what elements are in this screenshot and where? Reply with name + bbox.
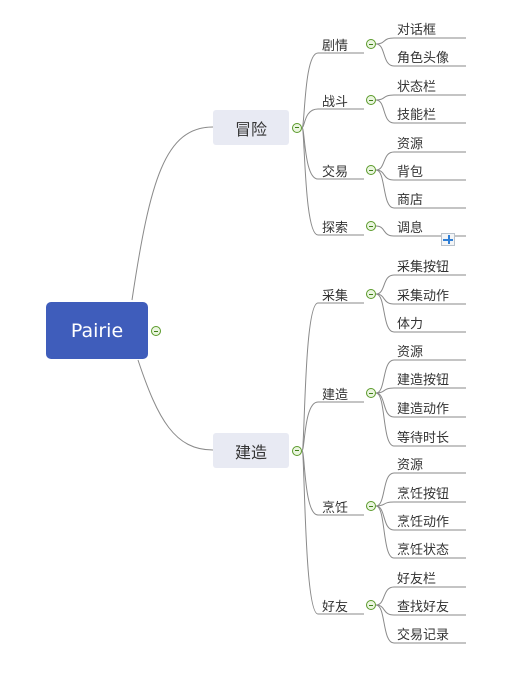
leaf-node[interactable]: 查找好友 <box>397 600 450 615</box>
leaf-node[interactable]: 资源 <box>397 137 424 152</box>
branch-to-topic-line <box>301 450 364 615</box>
leaf-node[interactable]: 烹饪动作 <box>397 515 450 530</box>
leaf-node[interactable]: 技能栏 <box>397 108 437 123</box>
topic-to-leaf-line <box>375 94 466 101</box>
branch-to-topic-line <box>301 127 364 180</box>
add-topic-icon[interactable] <box>441 233 455 246</box>
topic-collapse-icon[interactable] <box>366 289 376 299</box>
topic-node[interactable]: 建造 <box>322 388 349 403</box>
topic-node[interactable]: 剧情 <box>322 39 349 54</box>
branch-to-topic-line <box>301 401 364 451</box>
topic-to-leaf-line <box>375 387 466 394</box>
leaf-node[interactable]: 角色头像 <box>397 51 450 66</box>
topic-node[interactable]: 探索 <box>322 221 349 236</box>
topic-to-leaf-line <box>375 37 466 45</box>
topic-to-leaf-line <box>375 169 466 209</box>
topic-to-leaf-line <box>375 293 466 333</box>
leaf-node[interactable]: 采集动作 <box>397 289 450 304</box>
leaf-node[interactable]: 背包 <box>397 165 424 180</box>
root-to-branch-line <box>131 126 214 301</box>
topic-to-leaf-line <box>375 225 466 237</box>
topic-to-leaf-line <box>375 359 466 394</box>
topic-to-leaf-line <box>375 151 466 171</box>
topic-node[interactable]: 战斗 <box>322 95 349 110</box>
topic-collapse-icon[interactable] <box>366 165 376 175</box>
leaf-node[interactable]: 资源 <box>397 345 424 360</box>
leaf-node[interactable]: 好友栏 <box>397 572 437 587</box>
topic-node[interactable]: 烹饪 <box>322 501 349 516</box>
branch-to-topic-line <box>301 450 364 516</box>
leaf-node[interactable]: 状态栏 <box>397 80 437 95</box>
leaf-node[interactable]: 调息 <box>397 221 424 236</box>
branch-to-topic-line <box>301 52 364 128</box>
leaf-node[interactable]: 烹饪状态 <box>397 543 450 558</box>
branch-collapse-icon[interactable] <box>292 122 302 133</box>
leaf-node[interactable]: 烹饪按钮 <box>397 487 450 502</box>
leaf-node[interactable]: 资源 <box>397 458 424 473</box>
topic-collapse-icon[interactable] <box>366 221 376 231</box>
topic-collapse-icon[interactable] <box>366 501 376 511</box>
leaf-node[interactable]: 建造按钮 <box>397 373 450 388</box>
topic-to-leaf-line <box>375 505 466 559</box>
branch-to-topic-line <box>301 302 364 451</box>
branch-node[interactable]: 冒险 <box>213 110 289 145</box>
branch-node[interactable]: 建造 <box>213 433 289 468</box>
topic-node[interactable]: 采集 <box>322 289 349 304</box>
leaf-node[interactable]: 交易记录 <box>397 628 450 643</box>
branch-to-topic-line <box>301 108 364 128</box>
topic-to-leaf-line <box>375 472 466 507</box>
topic-to-leaf-line <box>375 501 466 507</box>
topic-collapse-icon[interactable] <box>366 388 376 398</box>
root-to-branch-line <box>137 359 214 451</box>
topic-to-leaf-line <box>375 392 466 447</box>
topic-node[interactable]: 好友 <box>322 600 349 615</box>
topic-collapse-icon[interactable] <box>366 95 376 105</box>
topic-to-leaf-line <box>375 604 466 616</box>
topic-to-leaf-line <box>375 293 466 305</box>
topic-to-leaf-line <box>375 169 466 181</box>
root-node[interactable]: Pairie <box>46 302 148 359</box>
topic-to-leaf-line <box>375 274 466 295</box>
branch-collapse-icon[interactable] <box>292 445 302 456</box>
topic-to-leaf-line <box>375 99 466 124</box>
branch-to-topic-line <box>301 127 364 236</box>
root-collapse-icon[interactable] <box>151 326 161 336</box>
topic-node[interactable]: 交易 <box>322 165 349 180</box>
leaf-node[interactable]: 建造动作 <box>397 402 450 417</box>
leaf-node[interactable]: 采集按钮 <box>397 260 450 275</box>
topic-to-leaf-line <box>375 586 466 606</box>
topic-collapse-icon[interactable] <box>366 39 376 49</box>
leaf-node[interactable]: 等待时长 <box>397 431 450 446</box>
leaf-node[interactable]: 对话框 <box>397 23 437 38</box>
topic-to-leaf-line <box>375 43 466 67</box>
leaf-node[interactable]: 体力 <box>397 317 424 332</box>
topic-collapse-icon[interactable] <box>366 600 376 610</box>
leaf-node[interactable]: 商店 <box>397 193 424 208</box>
topic-to-leaf-line <box>375 604 466 644</box>
